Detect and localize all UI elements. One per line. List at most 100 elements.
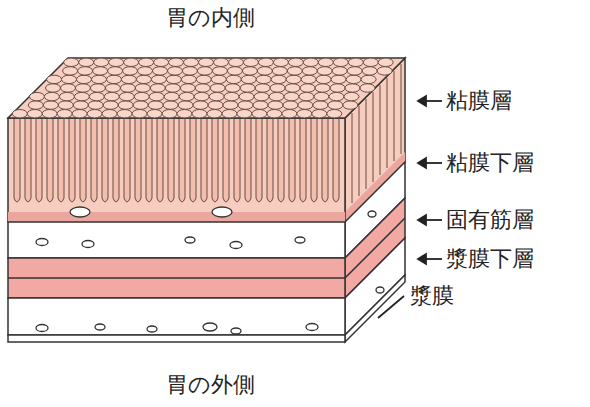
mucosa-cell xyxy=(361,75,376,83)
gland xyxy=(190,119,196,202)
gland xyxy=(366,99,367,189)
mucosa-cell xyxy=(241,75,256,83)
mucosa-cell xyxy=(332,67,347,75)
mucosa-cell xyxy=(378,58,393,66)
mucosa-cell xyxy=(297,110,312,118)
mucosa-cell xyxy=(28,101,43,109)
mucosa-cell xyxy=(164,92,179,100)
gland xyxy=(212,119,218,202)
mucosa-cell xyxy=(197,67,212,75)
mucosa-cell xyxy=(333,58,348,66)
mucosa-cell xyxy=(107,75,122,83)
mucosa-cell xyxy=(256,75,271,83)
gland xyxy=(80,119,86,202)
gland xyxy=(267,119,273,202)
mucosa-cell xyxy=(226,75,241,83)
mucosa-cell xyxy=(345,84,360,92)
mucosa-cell xyxy=(42,110,57,118)
mucosa-cell xyxy=(134,92,149,100)
gland xyxy=(58,119,64,202)
mucosa-cell xyxy=(27,110,42,118)
mucosa-cell xyxy=(103,101,118,109)
mucosa-cell xyxy=(257,67,272,75)
mucosa-cell xyxy=(57,110,72,118)
mucosa-cell xyxy=(87,110,102,118)
mucosa-cell xyxy=(316,75,331,83)
mucosa-cell xyxy=(288,58,303,66)
mucosa-cell xyxy=(124,58,139,66)
gland xyxy=(146,119,152,202)
gland xyxy=(168,119,174,202)
mucosa-cell xyxy=(252,110,267,118)
mucosa-cell xyxy=(282,110,297,118)
mucosa-cell xyxy=(89,92,104,100)
mucosa-cell xyxy=(184,58,199,66)
gland xyxy=(278,119,284,202)
mucosa-cell xyxy=(214,58,229,66)
layer-label: 固有筋層 xyxy=(446,207,534,233)
mucosa-cell xyxy=(90,84,105,92)
mucosa-cell xyxy=(88,101,103,109)
mucosa-cell xyxy=(75,84,90,92)
mucosa-cell xyxy=(269,92,284,100)
mucosa-cell xyxy=(362,67,377,75)
mucosa-cell xyxy=(132,110,147,118)
mucosa-cell xyxy=(254,92,269,100)
mucosa-cell xyxy=(273,58,288,66)
mucosa-cell xyxy=(223,101,238,109)
mucosa-cell xyxy=(318,58,333,66)
mucosa-cell xyxy=(168,67,183,75)
mucosa-cell xyxy=(148,101,163,109)
mucosa-cell xyxy=(74,92,89,100)
mucosa-cell xyxy=(237,110,252,118)
gland xyxy=(124,119,130,202)
mucosa-cell xyxy=(44,92,59,100)
mucosa-cell xyxy=(242,67,257,75)
mucosa-cell xyxy=(182,67,197,75)
mucosa-cell xyxy=(59,92,74,100)
mucosa-cell xyxy=(166,75,181,83)
mucosa-cell xyxy=(179,92,194,100)
mucosa-cell xyxy=(343,101,358,109)
mucosa-cell xyxy=(79,58,94,66)
mucosa-cell xyxy=(58,101,73,109)
gland xyxy=(223,119,229,202)
mucosa-cell xyxy=(93,67,108,75)
gland xyxy=(380,85,381,175)
mucosa-cell xyxy=(312,110,327,118)
mucosa-cell xyxy=(299,92,314,100)
mucosa-cell xyxy=(377,67,392,75)
mucosa-cell xyxy=(298,101,313,109)
mucosa-cell xyxy=(284,92,299,100)
mucosa-cell xyxy=(123,67,138,75)
mucosa-cell xyxy=(207,110,222,118)
gland xyxy=(359,106,360,196)
gland xyxy=(179,119,185,202)
gland xyxy=(201,119,207,202)
mucosa-cell xyxy=(192,110,207,118)
mucosa-cell xyxy=(267,110,282,118)
mucosa-cell xyxy=(239,92,254,100)
mucosa-cell xyxy=(224,92,239,100)
mucosa-cell xyxy=(227,67,242,75)
mucosa-cell xyxy=(117,110,132,118)
mucosa-cell xyxy=(139,58,154,66)
mucosa-cell xyxy=(72,110,87,118)
mucosa-cell xyxy=(360,84,375,92)
gland xyxy=(157,119,163,202)
gland xyxy=(333,119,339,202)
mucosa-cell xyxy=(73,101,88,109)
mucosa-cell xyxy=(47,75,62,83)
mucosa-cell xyxy=(154,58,169,66)
mucosa-cell xyxy=(119,92,134,100)
mucosa-cell xyxy=(43,101,58,109)
mucosa-cell xyxy=(283,101,298,109)
mucosa-cell xyxy=(108,67,123,75)
mucosa-cell xyxy=(199,58,214,66)
mucosa-cell xyxy=(64,58,79,66)
mucosa-cell xyxy=(181,75,196,83)
mucosa-cell xyxy=(300,84,315,92)
mucosa-cell xyxy=(258,58,273,66)
gland xyxy=(256,119,262,202)
